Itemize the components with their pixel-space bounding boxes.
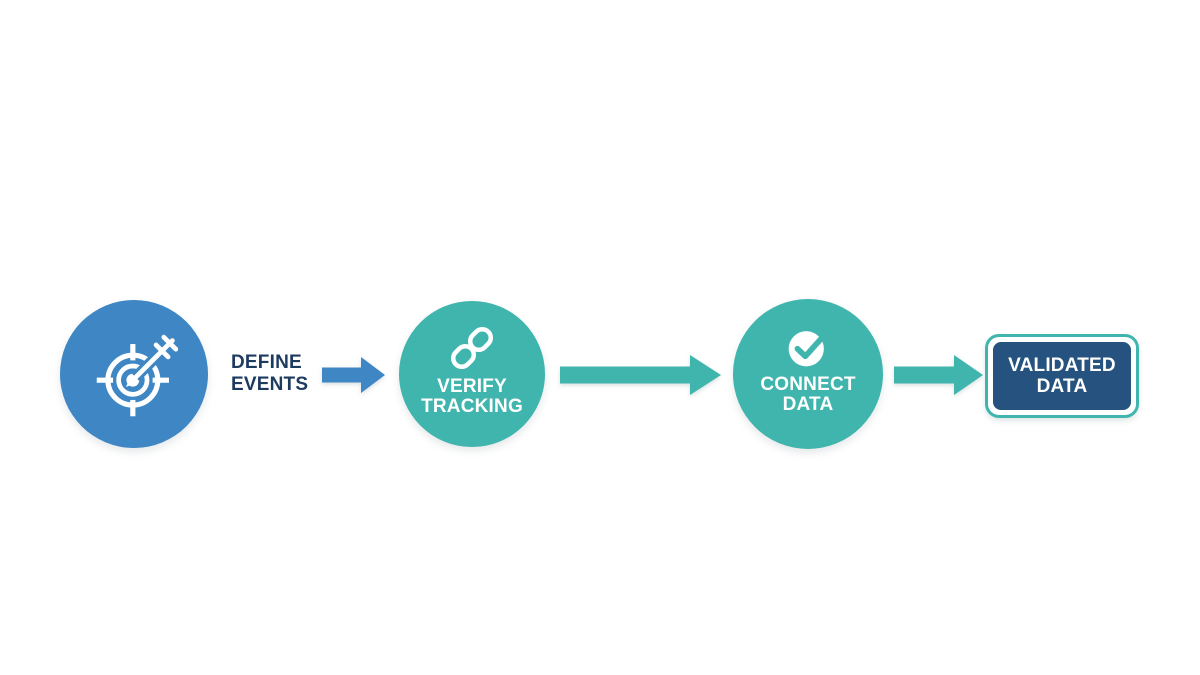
check-circle-icon [788,331,828,367]
validated-data-line1: VALIDATED [1008,355,1116,376]
arrow-right-icon-define-to-verify [322,357,385,393]
chain-link-icon [450,326,494,370]
step-circle-verify-tracking: VERIFY TRACKING [399,301,545,447]
validated-data-box: VALIDATED DATA [985,334,1139,418]
connect-data-line1: CONNECT [760,374,856,395]
verify-tracking-label: VERIFY TRACKING [421,377,523,417]
define-events-line2: EVENTS [231,374,309,395]
validated-data-inner: VALIDATED DATA [993,342,1131,410]
arrow-right-icon-connect-to-validated [894,355,983,395]
validated-data-line2: DATA [1036,376,1088,397]
target-icon [96,334,179,417]
define-events-line1: DEFINE [231,352,302,373]
verify-tracking-line1: VERIFY [437,376,507,397]
connect-data-label: CONNECT DATA [760,375,855,415]
arrow-right-icon-verify-to-connect [560,355,721,395]
step-circle-define-events [60,300,208,448]
connect-data-line2: DATA [782,394,834,415]
verify-tracking-line2: TRACKING [421,396,523,417]
define-events-label: DEFINE EVENTS [231,352,308,396]
step-circle-connect-data: CONNECT DATA [733,299,883,449]
